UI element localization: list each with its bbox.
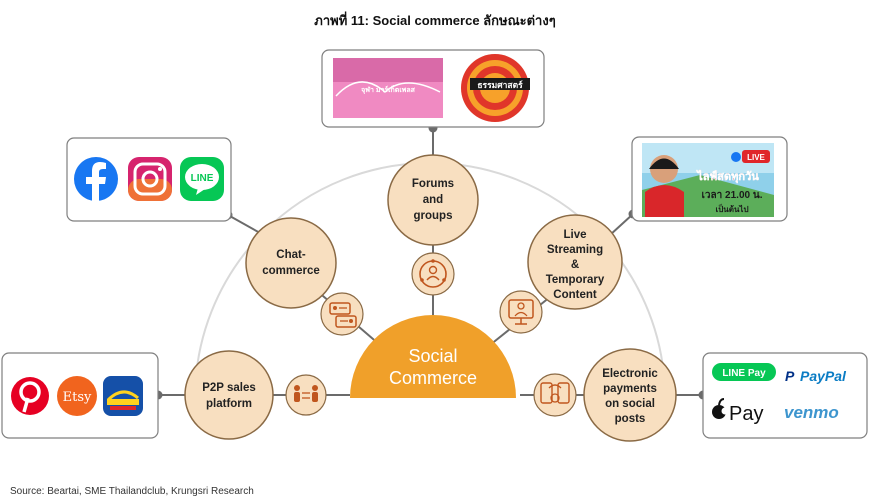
live-line4: Temporary [546, 274, 605, 286]
forums-line3: groups [414, 210, 453, 222]
figure-title: ภาพที่ 11: Social commerce ลักษณะต่างๆ [314, 13, 556, 28]
pay-line1: Electronic [602, 368, 658, 380]
people-network-icon [411, 252, 455, 296]
apple-pay-text: Pay [729, 403, 763, 425]
chula-marketplace-image: จุฬา มาร์เก็ตเพลส [333, 58, 443, 118]
hub-label-line2: Commerce [389, 368, 477, 388]
people-exchange-icon [285, 374, 327, 416]
paypal-logo: P PayPal [785, 368, 847, 384]
p2p-line1: P2P sales [202, 382, 256, 394]
facebook-icon [74, 157, 118, 201]
node-live-streaming: Live Streaming & Temporary Content [527, 214, 623, 310]
live-promo-text3: เป็นต้นไป [715, 203, 748, 214]
line-app-icon: LINE [180, 157, 224, 201]
live-badge-text: LIVE [747, 153, 765, 162]
venmo-text: venmo [784, 403, 839, 422]
chat-logos-box: LINE [66, 137, 232, 222]
thammasat-text: ธรรมศาสตร์ [477, 80, 523, 90]
pinterest-icon [11, 377, 49, 415]
pay-line4: posts [615, 413, 646, 425]
etsy-icon: Etsy [57, 376, 97, 416]
live-line3: & [571, 259, 579, 271]
node-payments: Electronic payments on social posts [583, 348, 677, 442]
live-promo-text1: ไลฟ์สดทุกวัน [695, 169, 759, 184]
live-promo-text2: เวลา 21.00 น. [702, 190, 763, 201]
chat-bubbles-icon [320, 292, 364, 336]
chula-text: จุฬา มาร์เก็ตเพลส [361, 85, 416, 94]
phone-payment-icon [533, 373, 577, 417]
line-pay-logo: LINE Pay [712, 363, 776, 381]
apple-pay-logo: Pay [712, 398, 763, 425]
chat-line2: commerce [262, 265, 320, 277]
source-note: Source: Beartai, SME Thailandclub, Krung… [10, 486, 254, 497]
thammasat-logo: ธรรมศาสตร์ [461, 54, 530, 122]
etsy-text: Etsy [63, 390, 92, 405]
live-presenter-icon [499, 290, 543, 334]
live-line5: Content [553, 289, 597, 301]
p2p-logos-box: Etsy [1, 352, 159, 439]
instagram-icon [128, 157, 172, 201]
paypal-p-glyph: P [785, 368, 795, 384]
forum-images-box: จุฬา มาร์เก็ตเพลส ธรรมศาสตร์ [321, 49, 545, 128]
chat-line1: Chat- [276, 249, 306, 261]
payment-logos-box: LINE Pay P PayPal Pay venmo [702, 352, 868, 439]
hub-label-line1: Social [408, 346, 457, 366]
line-pay-text: LINE Pay [722, 368, 766, 379]
forums-line2: and [423, 194, 443, 206]
paypal-text: PayPal [800, 368, 847, 384]
live-line1: Live [563, 229, 586, 241]
node-forums: Forums and groups [387, 154, 479, 246]
live-line2: Streaming [547, 244, 603, 256]
hub-semicircle [350, 315, 516, 398]
forums-line1: Forums [412, 178, 454, 190]
node-chat-commerce: Chat- commerce [245, 217, 337, 309]
p2p-line2: platform [206, 398, 252, 410]
live-badge: LIVE [731, 150, 770, 163]
pay-line3: on social [605, 398, 655, 410]
marketplace-app-icon [103, 376, 143, 416]
live-promo-box: LIVE ไลฟ์สดทุกวัน เวลา 21.00 น. เป็นต้นไ… [631, 136, 788, 222]
node-p2p: P2P sales platform [184, 350, 274, 440]
pay-line2: payments [603, 383, 657, 395]
line-app-text: LINE [191, 173, 214, 184]
